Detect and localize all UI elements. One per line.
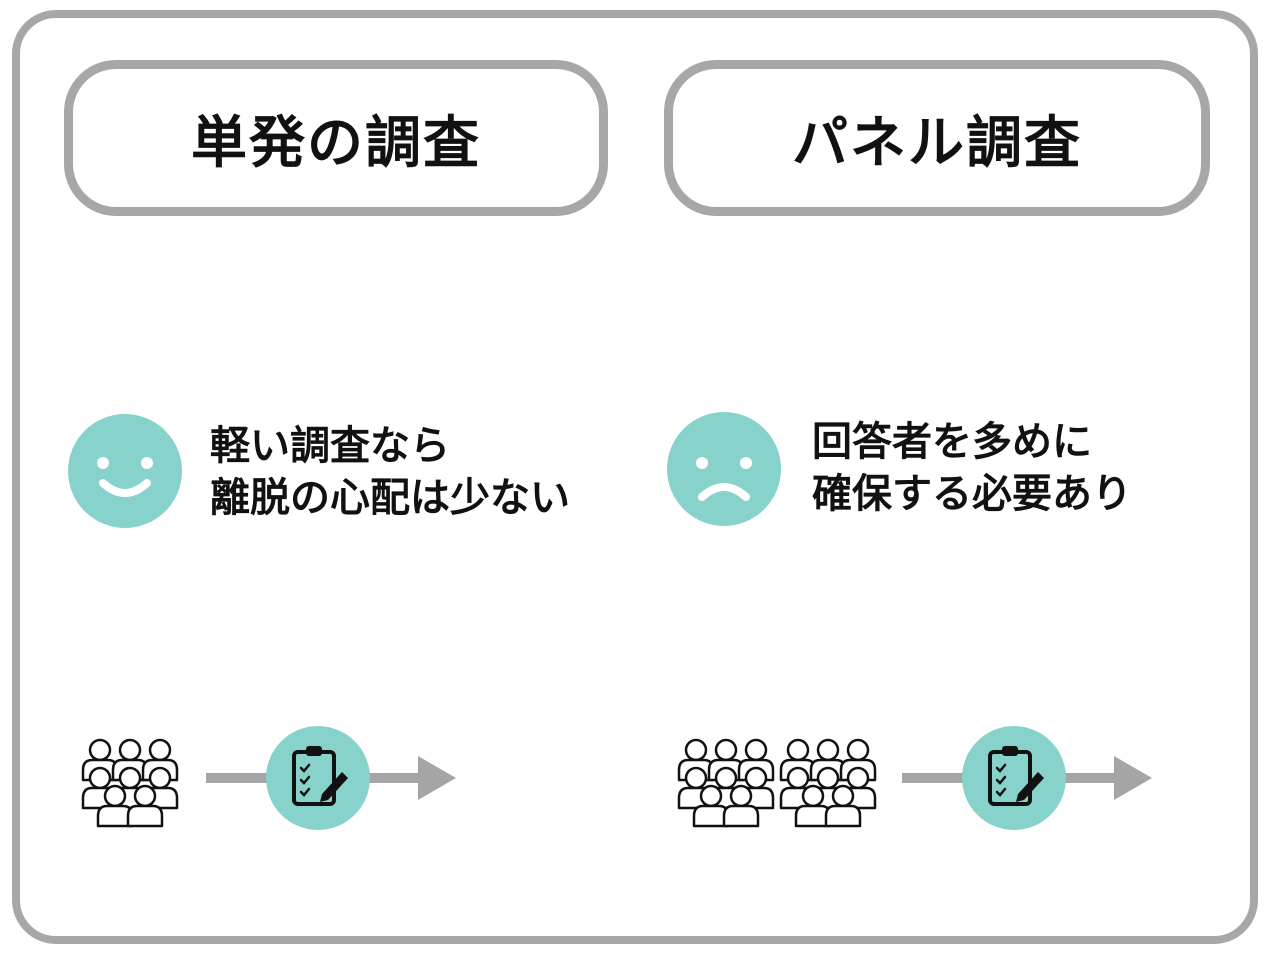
message-single-survey: 軽い調査なら 離脱の心配は少ない xyxy=(210,420,570,524)
arrow-right-icon xyxy=(418,756,456,800)
title-panel-survey: パネル調査 xyxy=(664,60,1210,216)
message-panel-survey: 回答者を多めに 確保する必要あり xyxy=(812,416,1132,520)
people-group-right-2 xyxy=(781,740,875,826)
message-line: 回答者を多めに xyxy=(812,419,1092,465)
title-single-survey: 単発の調査 xyxy=(64,60,608,216)
message-line: 軽い調査なら xyxy=(210,423,450,469)
smile-face-icon xyxy=(68,414,182,528)
title-single-survey-label: 単発の調査 xyxy=(191,110,481,176)
people-group-left xyxy=(83,740,177,826)
people-group-right-1 xyxy=(679,740,773,826)
title-panel-survey-label: パネル調査 xyxy=(792,110,1082,176)
message-line: 離脱の心配は少ない xyxy=(210,475,570,521)
frown-face-icon xyxy=(667,412,781,526)
message-line: 確保する必要あり xyxy=(812,471,1132,517)
arrow-right-icon xyxy=(1114,756,1152,800)
